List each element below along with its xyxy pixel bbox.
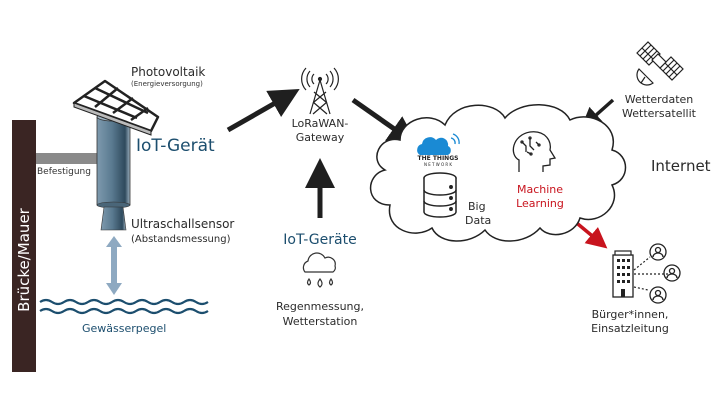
bracket <box>36 153 98 164</box>
wall <box>12 120 36 372</box>
ttn-label-2: N E T W O R K <box>423 162 453 167</box>
sensor-subtitle: (Abstandsmessung) <box>131 234 231 245</box>
building-users-icon <box>612 243 681 304</box>
internet-label: Internet <box>651 157 711 175</box>
solar-title: Photovoltaik <box>131 65 206 79</box>
brain-head-icon <box>512 131 557 172</box>
citizens-line2: Einsatzleitung <box>591 322 669 335</box>
bigdata-line2: Data <box>465 214 492 227</box>
satellite-line1: Wetterdaten <box>624 93 694 106</box>
iot-device-label: IoT-Gerät <box>136 136 215 156</box>
solar-panel-icon <box>72 79 160 136</box>
water-label: Gewässerpegel <box>82 322 167 335</box>
ttn-label-1: THE THINGS <box>417 155 459 162</box>
internet-cloud <box>369 104 627 242</box>
distance-measure-arrow <box>106 236 122 295</box>
antenna-tower-icon <box>301 67 339 115</box>
satellite-icon <box>636 41 684 86</box>
ml-line1: Machine <box>516 183 564 196</box>
iot-devices-line2: Wetterstation <box>282 315 358 328</box>
rain-cloud-icon <box>302 252 336 288</box>
solar-subtitle: (Energieversorgung) <box>131 80 203 88</box>
iot-devices-line1: Regenmessung, <box>275 300 364 313</box>
ml-line2: Learning <box>516 197 564 210</box>
sensor-title: Ultraschallsensor <box>131 217 235 231</box>
ttn-logo-icon <box>417 133 460 155</box>
bigdata-line1: Big <box>468 200 486 213</box>
satellite-line2: Wettersatellit <box>622 107 696 120</box>
water-waves-icon <box>39 298 209 315</box>
gateway-label-1: LoRaWAN- <box>291 117 349 130</box>
database-icon <box>423 172 457 218</box>
iot-device-cylinder <box>96 112 131 231</box>
bracket-label: Befestigung <box>37 167 91 177</box>
iot-devices-label: IoT-Geräte <box>283 232 357 248</box>
gateway-label-2: Gateway <box>295 131 345 144</box>
arrow-device-to-gateway <box>226 89 300 133</box>
citizens-line1: Bürger*innen, <box>591 308 669 321</box>
